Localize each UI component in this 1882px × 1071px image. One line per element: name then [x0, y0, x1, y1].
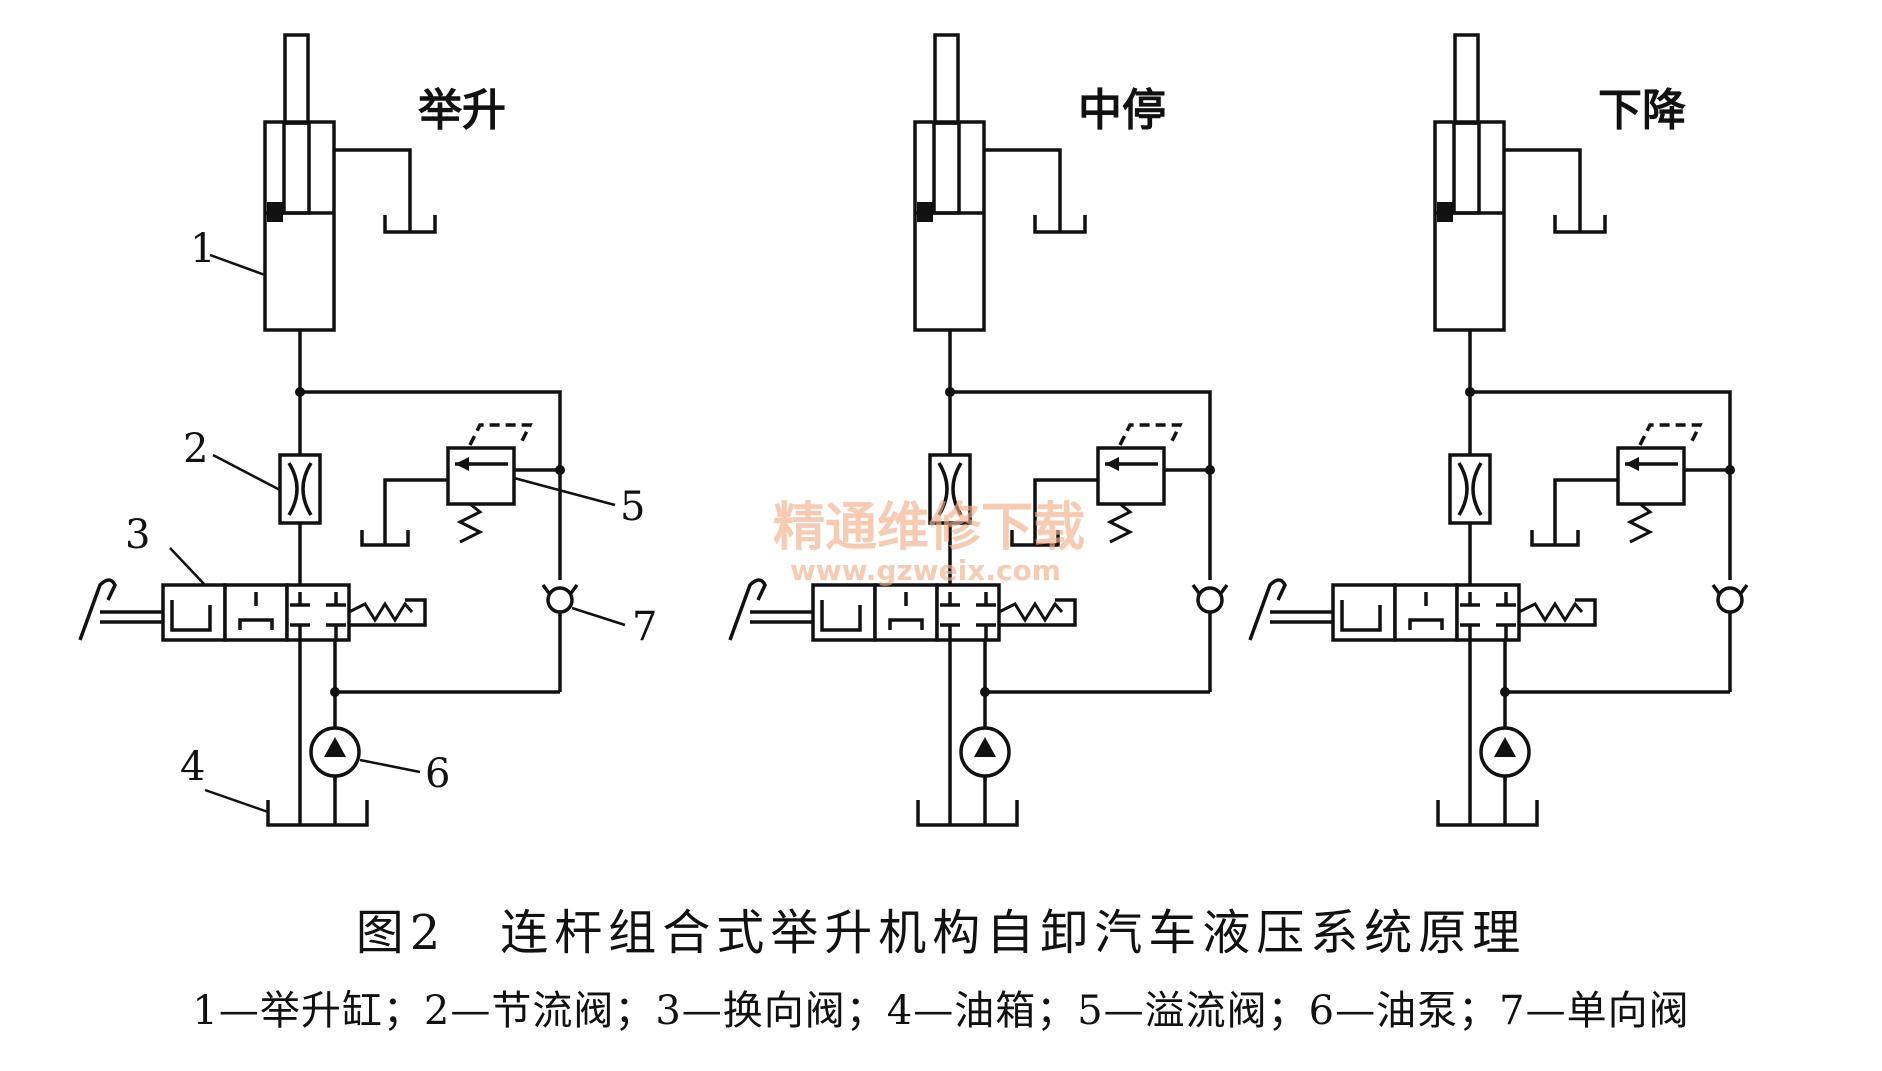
callout-7: 7	[632, 604, 657, 650]
mode-label-lift: 举升	[417, 85, 506, 136]
callout-2: 2	[183, 426, 208, 472]
mode-label-lower: 下降	[1598, 85, 1686, 136]
callout-4: 4	[180, 744, 205, 790]
figure-title: 图2 连杆组合式举升机构自卸汽车液压系统原理	[355, 905, 1527, 961]
circuit-panel-hold	[728, 33, 1229, 827]
callout-3: 3	[125, 512, 150, 558]
figure-legend: 1—举升缸；2—节流阀；3—换向阀；4—油箱；5—溢流阀；6—油泵；7—单向阀	[192, 988, 1690, 1034]
watermark-url: www.gzweix.com	[790, 554, 1061, 587]
callout-leaders	[169, 253, 626, 814]
circuit-panel-lower	[1248, 33, 1749, 827]
mode-label-hold: 中停	[1078, 85, 1166, 136]
callout-5: 5	[620, 484, 645, 530]
callout-6: 6	[425, 751, 450, 797]
watermark-text: 精通维修下载	[773, 498, 1085, 558]
callout-1: 1	[190, 226, 215, 272]
circuit-panel-lift	[78, 33, 579, 827]
